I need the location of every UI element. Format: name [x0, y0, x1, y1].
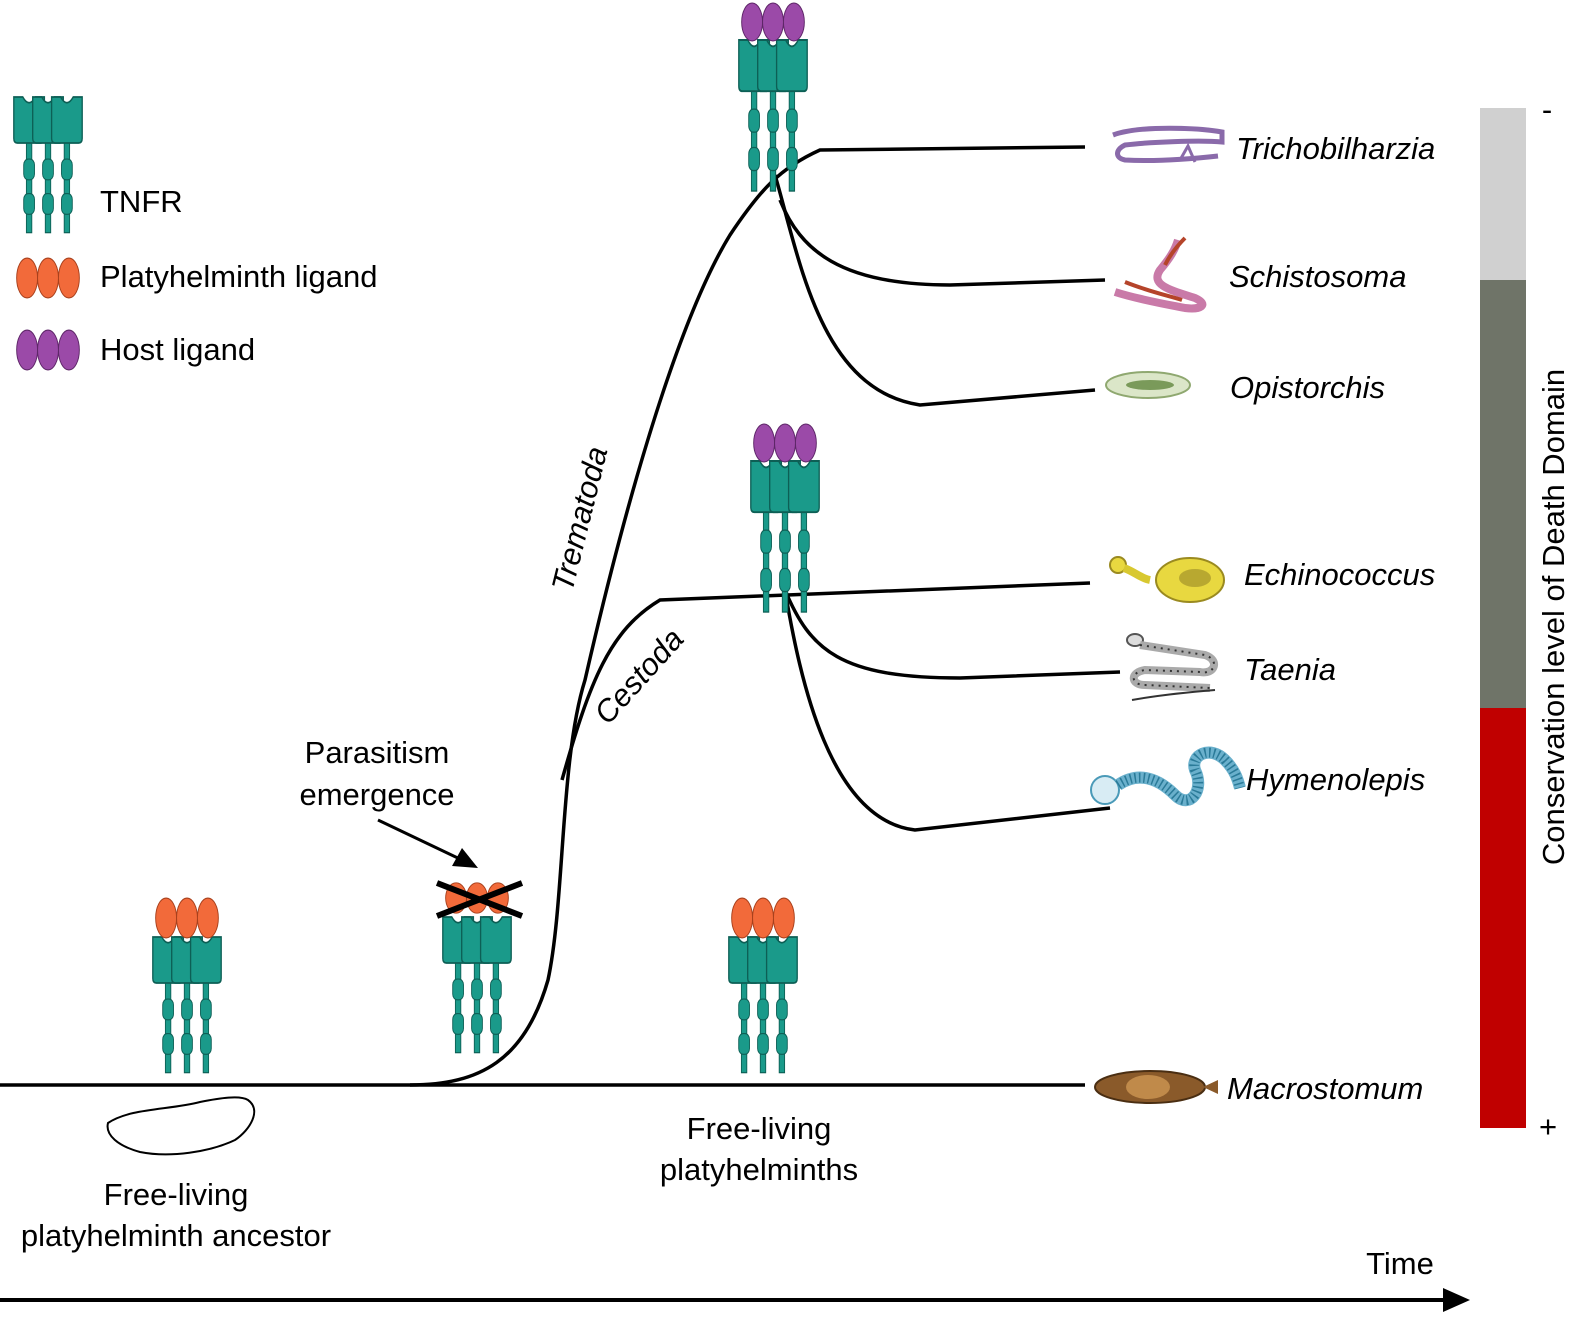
time-axis: [0, 1288, 1470, 1312]
legend: TNFR Platyhelminth ligand Host ligand: [14, 97, 377, 371]
receptor-free-living: [729, 897, 797, 1073]
opistorchis-branch: [773, 174, 1096, 407]
legend-tnfr-icon: [14, 97, 82, 233]
ancestor-label-line2: platyhelminth ancestor: [21, 1218, 331, 1253]
cestoda-branch: [560, 581, 1091, 781]
taxon-label-taenia: Taenia: [1244, 652, 1336, 687]
taenia-icon: [1126, 633, 1218, 701]
legend-tnfr-label: TNFR: [100, 184, 183, 219]
trichobilharzia-icon: [1112, 125, 1225, 164]
conservation-bar: [1480, 108, 1526, 1128]
macrostomum-icon: [1094, 1070, 1218, 1104]
legend-host-ligand-label: Host ligand: [100, 332, 255, 367]
legend-platyhelminth-ligand-icon: [16, 257, 80, 299]
ancestor-label-line1: Free-living: [104, 1177, 249, 1212]
clade-label-trematoda: Trematoda: [545, 443, 615, 595]
parasite-stem-branch: [409, 145, 1086, 1087]
taxon-label-opistorchis: Opistorchis: [1230, 370, 1385, 405]
parasitism-label-line1: Parasitism: [305, 735, 450, 770]
free-living-label-line2: platyhelminths: [660, 1152, 858, 1187]
echinococcus-icon: [1109, 556, 1225, 603]
taxon-label-macrostomum: Macrostomum: [1227, 1071, 1423, 1106]
legend-host-ligand-icon: [16, 329, 80, 371]
taxon-label-schistosoma: Schistosoma: [1229, 259, 1406, 294]
schistosoma-branch: [778, 199, 1106, 287]
conservation-minus-label: -: [1542, 92, 1552, 127]
taxon-labels: Trichobilharzia Schistosoma Opistorchis …: [1227, 131, 1435, 1106]
conservation-plus-label: +: [1539, 1109, 1557, 1144]
conservation-bar-title: Conservation level of Death Domain: [1536, 369, 1571, 865]
ligand-lost-cross-icon: [435, 880, 524, 919]
hymenolepis-branch: [783, 589, 1111, 832]
opistorchis-icon: [1105, 371, 1191, 399]
legend-platyhelminth-ligand-label: Platyhelminth ligand: [100, 259, 377, 294]
taxon-label-hymenolepis: Hymenolepis: [1246, 762, 1425, 797]
ancestor-worm-icon: [106, 1096, 255, 1156]
receptor-parasitism: [435, 880, 524, 1053]
taenia-branch: [783, 589, 1121, 680]
parasitism-label-line2: emergence: [299, 777, 454, 812]
schistosoma-icon: [1113, 236, 1207, 313]
phylogeny-branches: [0, 145, 1121, 1087]
hymenolepis-icon: [1090, 746, 1246, 807]
time-axis-label: Time: [1366, 1246, 1434, 1281]
taxon-label-echinococcus: Echinococcus: [1244, 557, 1435, 592]
receptor-trematoda: [739, 2, 807, 191]
taxon-label-trichobilharzia: Trichobilharzia: [1236, 131, 1435, 166]
clade-label-cestoda: Cestoda: [587, 621, 690, 730]
receptor-ancestor: [153, 897, 221, 1073]
parasitism-arrow: [377, 818, 478, 868]
receptor-cestoda: [751, 423, 819, 612]
free-living-label-line1: Free-living: [687, 1111, 832, 1146]
